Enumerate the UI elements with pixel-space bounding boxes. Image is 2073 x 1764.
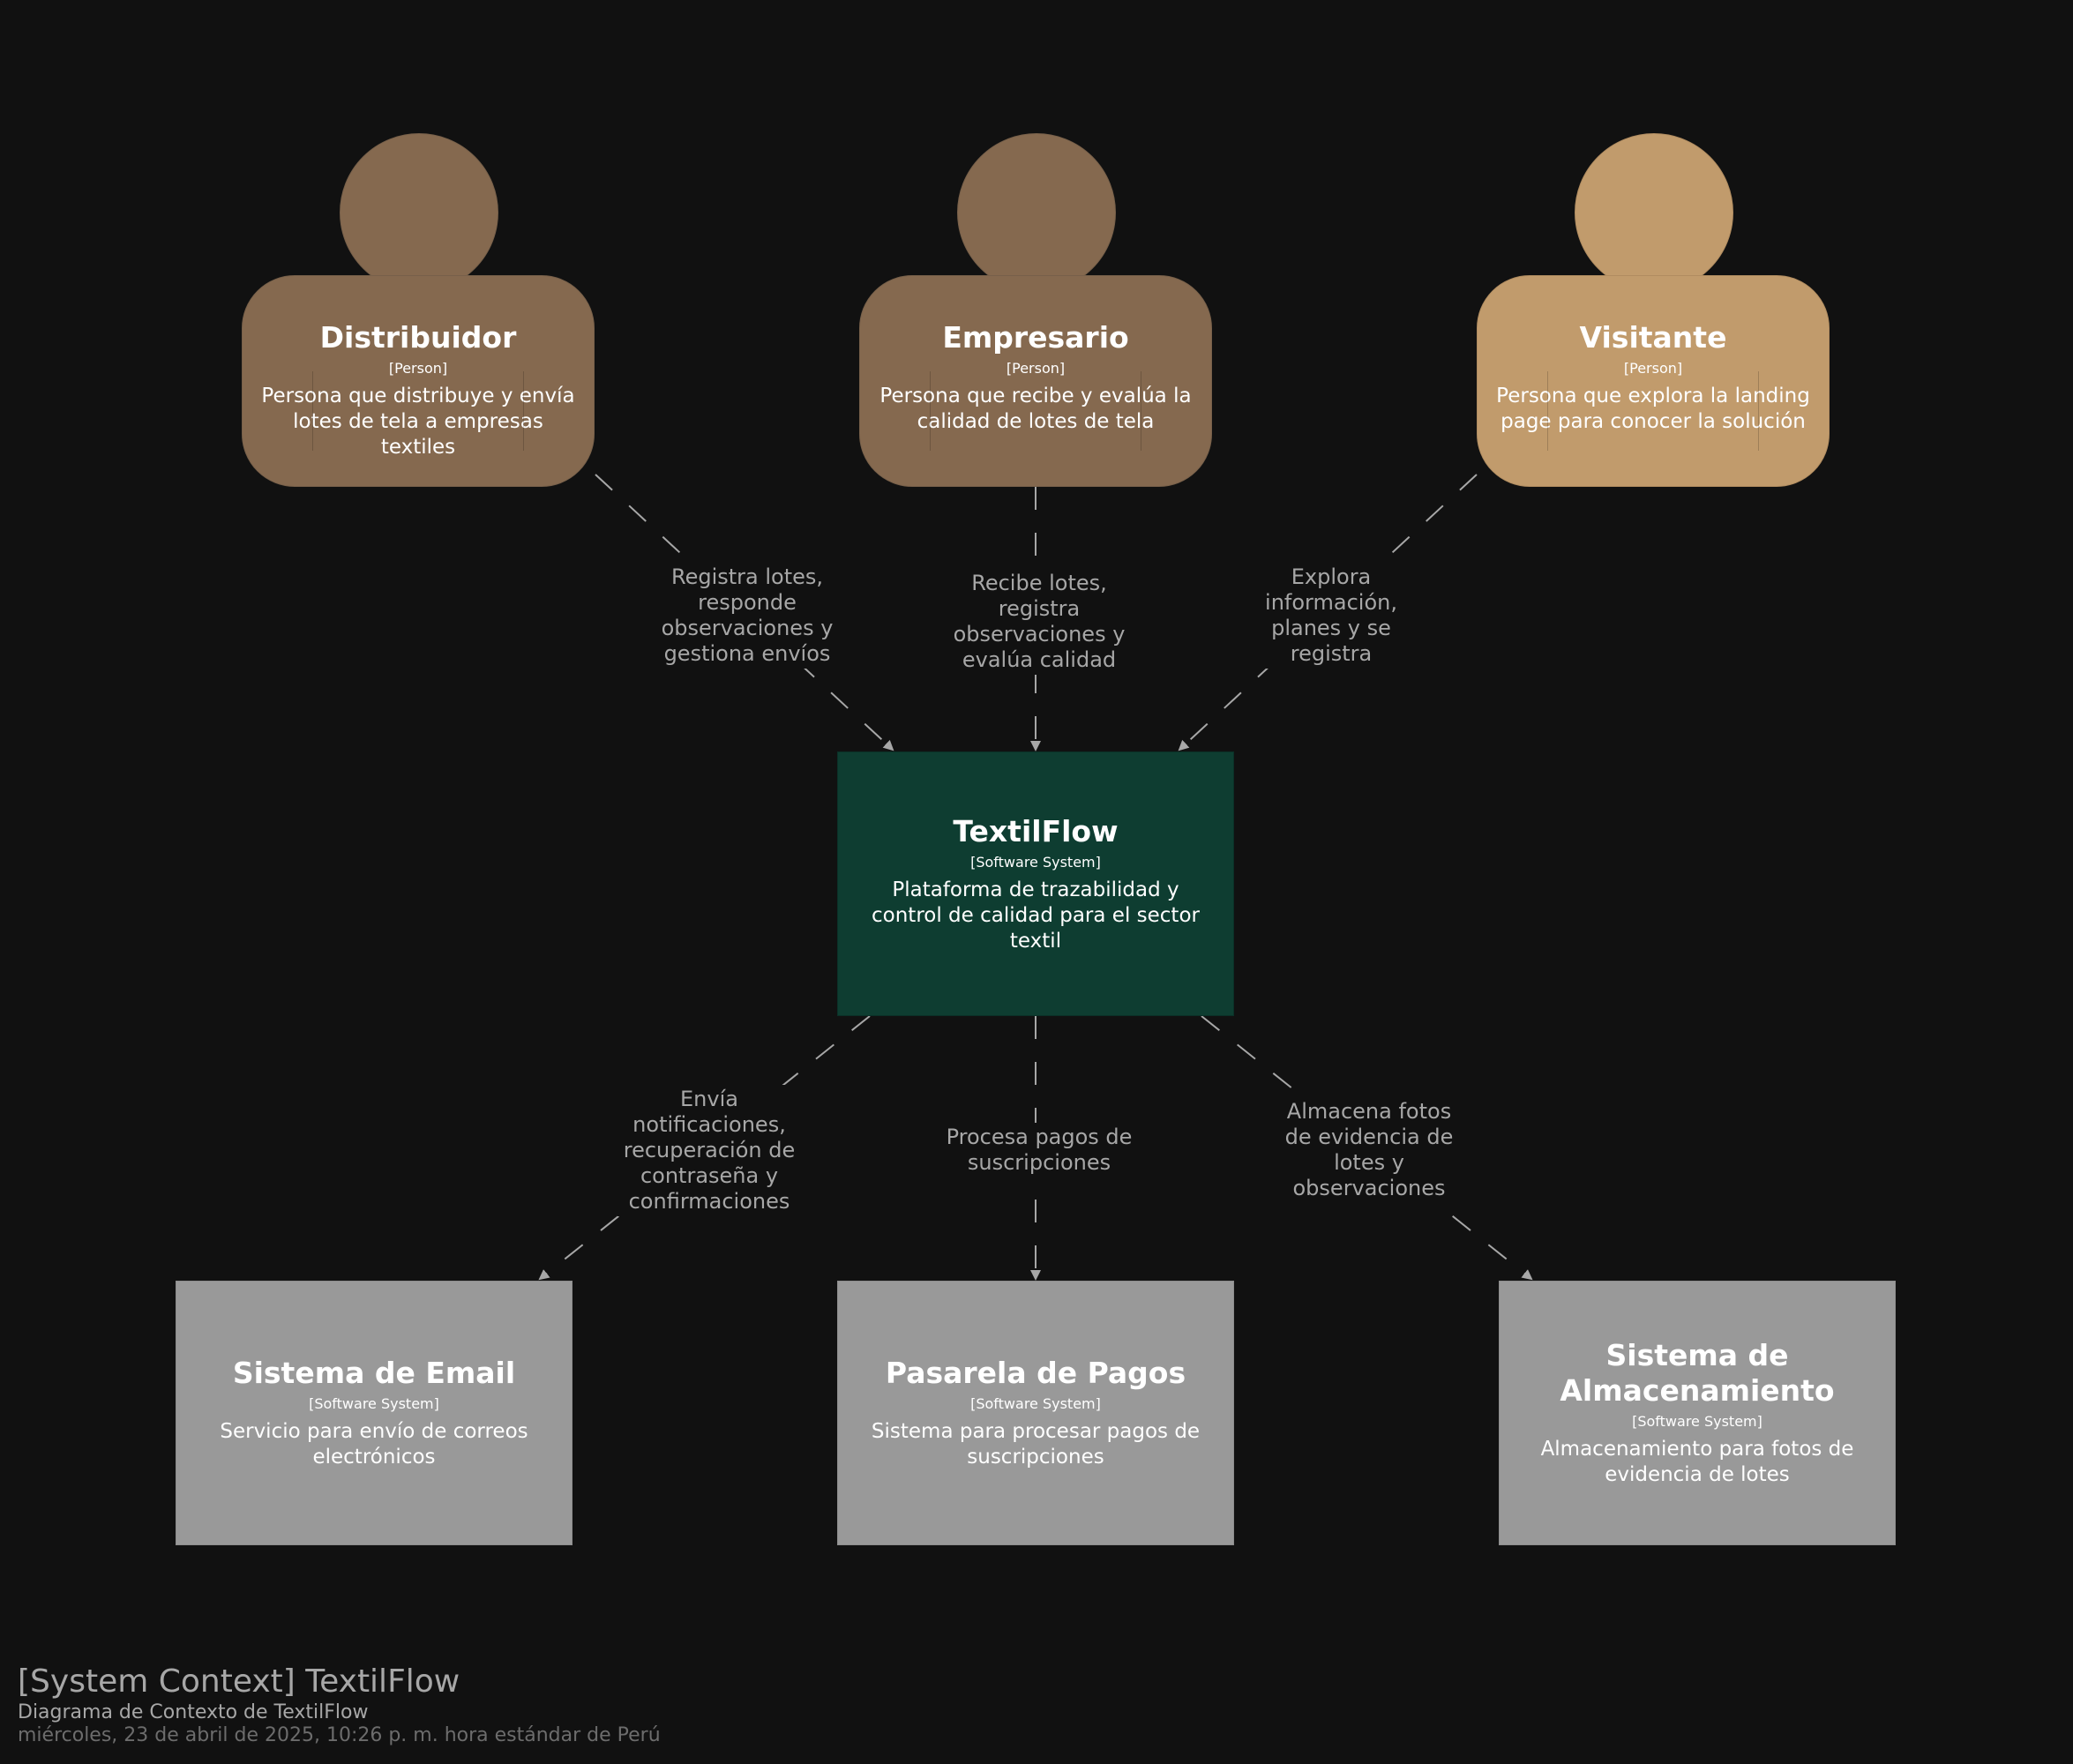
empresario-head xyxy=(957,133,1116,292)
person-type: [Person] xyxy=(388,360,448,377)
diagram-subtitle: Diagrama de Contexto de TextilFlow xyxy=(18,1701,369,1723)
system-name: Sistema de Almacenamiento xyxy=(1560,1338,1835,1408)
label-textilflow-pagos: Procesa pagos de suscripciones xyxy=(939,1123,1140,1177)
visitante-head xyxy=(1575,133,1733,292)
person-name: Distribuidor xyxy=(319,320,517,355)
person-name: Visitante xyxy=(1579,320,1727,355)
label-visitante-textilflow: Explora información, planes y se registr… xyxy=(1253,563,1410,669)
person-name: Empresario xyxy=(942,320,1129,355)
system-description: Almacenamiento para fotos de evidencia d… xyxy=(1540,1438,1854,1486)
system-name: Sistema de Email xyxy=(232,1356,516,1390)
system-description: Sistema para procesar pagos de suscripci… xyxy=(871,1420,1201,1469)
person-description: Persona que recibe y evalúa la calidad d… xyxy=(879,385,1192,433)
system-pagos: Pasarela de Pagos [Software System] Sist… xyxy=(837,1281,1234,1545)
system-description: Servicio para envío de correos electróni… xyxy=(220,1420,528,1469)
person-description: Persona que explora la landing page para… xyxy=(1496,385,1810,433)
label-empresario-textilflow: Recibe lotes, registra observaciones y e… xyxy=(947,569,1131,675)
system-name: Pasarela de Pagos xyxy=(885,1356,1186,1390)
label-textilflow-almacenamiento: Almacena fotos de evidencia de lotes y o… xyxy=(1277,1097,1461,1203)
person-type: [Person] xyxy=(1623,360,1683,377)
system-type: [Software System] xyxy=(309,1395,439,1412)
system-textilflow: TextilFlow [Software System] Plataforma … xyxy=(837,751,1234,1016)
diagram-timestamp: miércoles, 23 de abril de 2025, 10:26 p.… xyxy=(18,1724,661,1746)
diagram-footer: [System Context] TextilFlow Diagrama de … xyxy=(18,1663,661,1747)
system-almacenamiento: Sistema de Almacenamiento [Software Syst… xyxy=(1499,1281,1896,1545)
person-type: [Person] xyxy=(1006,360,1066,377)
system-email: Sistema de Email [Software System] Servi… xyxy=(176,1281,573,1545)
system-type: [Software System] xyxy=(970,853,1101,871)
system-name: TextilFlow xyxy=(953,813,1119,848)
diagram-title: [System Context] TextilFlow xyxy=(18,1663,460,1700)
system-type: [Software System] xyxy=(970,1395,1101,1412)
system-description: Plataforma de trazabilidad y control de … xyxy=(872,878,1200,953)
person-empresario: Empresario [Person] Persona que recibe y… xyxy=(859,275,1212,487)
label-textilflow-email: Envía notificaciones, recuperación de co… xyxy=(617,1085,801,1216)
distribuidor-head xyxy=(340,133,498,292)
person-distribuidor: Distribuidor [Person] Persona que distri… xyxy=(242,275,595,487)
person-description: Persona que distribuye y envía lotes de … xyxy=(261,385,575,459)
person-visitante: Visitante [Person] Persona que explora l… xyxy=(1477,275,1830,487)
system-type: [Software System] xyxy=(1632,1413,1762,1430)
label-distribuidor-textilflow: Registra lotes, responde observaciones y… xyxy=(655,563,839,669)
